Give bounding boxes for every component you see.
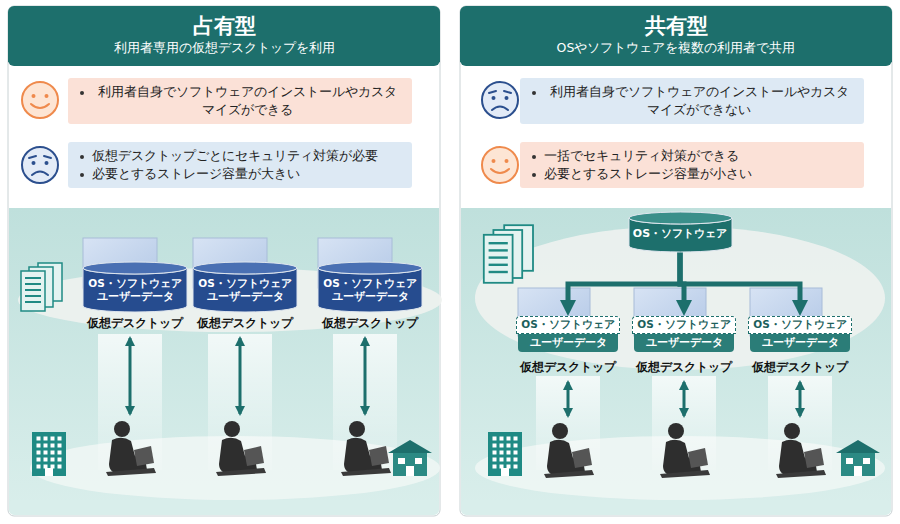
connection-beam <box>98 334 832 470</box>
arrow-connector <box>680 252 800 304</box>
bullet-dot <box>532 91 536 95</box>
bullet-text: 一括でセキュリティ対策ができる <box>544 147 739 165</box>
panel-title: 占有型 <box>8 13 440 39</box>
demerit-box: 仮想デスクトップごとにセキュリティ対策が必要必要とするストレージ容量が大きい <box>68 142 412 188</box>
cylinder-body <box>318 268 422 312</box>
desktop-label: 仮想デスクトップ <box>629 359 739 376</box>
bullet-text: 必要とするストレージ容量が大きい <box>92 165 300 183</box>
bullet-dot <box>532 155 536 159</box>
bullet-row: 一括でセキュリティ対策ができる <box>530 147 854 165</box>
type-panel: 共有型OSやソフトウェアを複数の利用者で共用利用者自身でソフトウェアのインストー… <box>460 6 892 516</box>
demerit-box: 利用者自身でソフトウェアのインストールやカスタマイズができない <box>520 78 864 124</box>
panel-subtitle: OSやソフトウェアを複数の利用者で共用 <box>460 39 892 57</box>
storage-label: OS・ソフトウェア <box>82 277 188 290</box>
bullet-row: 必要とするストレージ容量が大きい <box>78 165 402 183</box>
house <box>388 440 432 476</box>
desktop-label: 仮想デスクトップ <box>82 315 188 332</box>
cylinder-top <box>83 262 187 274</box>
storage-label: ユーザーデータ <box>192 290 298 303</box>
virtual-desktop: OS・ソフトウェアユーザーデータ仮想デスクトップ <box>317 262 423 332</box>
storage-label: OS・ソフトウェア <box>628 226 733 241</box>
virtual-desktop: OS・ソフトウェアユーザーデータ仮想デスクトップ <box>82 262 188 332</box>
office-building <box>32 432 66 476</box>
virtual-desktop: 仮想デスクトップ OS・ソフトウェアユーザーデータ <box>629 316 739 376</box>
type-panel: 占有型利用者専用の仮想デスクトップを利用利用者自身でソフトウェアのインストールや… <box>8 6 440 516</box>
bullet-dot <box>532 173 536 177</box>
office-building <box>488 432 522 476</box>
storage-label: OS・ソフトウェア <box>317 277 423 290</box>
panel-title: 共有型 <box>460 13 892 39</box>
virtual-desktop: 仮想デスクトップ OS・ソフトウェアユーザーデータ <box>745 316 855 376</box>
server-platform <box>18 268 442 332</box>
layer-label: ユーザーデータ <box>634 334 734 350</box>
layer-label: OS・ソフトウェア <box>749 317 851 332</box>
monitor-screen <box>83 238 822 336</box>
sad-face <box>22 147 58 183</box>
desktop-label: 仮想デスクトップ <box>745 359 855 376</box>
panel-subtitle: 利用者専用の仮想デスクトップを利用 <box>8 39 440 57</box>
bullet-row: 利用者自身でソフトウェアのインストールやカスタマイズができない <box>530 83 854 119</box>
desktop-label: 仮想デスクトップ <box>192 315 298 332</box>
desktop-label: 仮想デスクトップ <box>513 359 623 376</box>
bullet-row: 利用者自身でソフトウェアのインストールやカスタマイズができる <box>78 83 402 119</box>
user-data-layer: ユーザーデータ <box>750 334 850 352</box>
happy-face <box>22 82 58 118</box>
cylinder-top <box>193 262 297 274</box>
storage-label: ユーザーデータ <box>317 290 423 303</box>
storage-label: OS・ソフトウェア <box>192 277 298 290</box>
server-icon <box>21 263 62 311</box>
merit-box: 一括でセキュリティ対策ができる必要とするストレージ容量が小さい <box>520 142 864 188</box>
bullet-dot <box>80 173 84 177</box>
storage-cylinder: OS・ソフトウェアユーザーデータ <box>317 262 423 312</box>
cylinder-body <box>83 268 187 312</box>
merit-box: 利用者自身でソフトウェアのインストールやカスタマイズができる <box>68 78 412 124</box>
user-figure <box>106 421 826 478</box>
bullet-text: 利用者自身でソフトウェアのインストールやカスタマイズができない <box>544 83 854 119</box>
bullet-text: 必要とするストレージ容量が小さい <box>544 165 752 183</box>
server-icon <box>484 225 533 283</box>
bullet-text: 仮想デスクトップごとにセキュリティ対策が必要 <box>92 147 378 165</box>
storage-label: ユーザーデータ <box>82 290 188 303</box>
virtual-desktop: 仮想デスクトップ OS・ソフトウェアユーザーデータ <box>513 316 623 376</box>
os-layer: OS・ソフトウェア <box>632 316 736 334</box>
happy-face <box>482 147 518 183</box>
sad-face <box>482 82 518 118</box>
desktop-label: 仮想デスクトップ <box>317 315 423 332</box>
user-data-layer: ユーザーデータ <box>518 334 618 352</box>
os-layer: OS・ソフトウェア <box>516 316 620 334</box>
layer-label: ユーザーデータ <box>518 334 618 350</box>
virtual-desktop: OS・ソフトウェアユーザーデータ仮想デスクトップ <box>192 262 298 332</box>
layer-label: OS・ソフトウェア <box>517 317 619 332</box>
arrow-connector <box>568 252 680 304</box>
bullet-dot <box>80 155 84 159</box>
storage-cylinder: OS・ソフトウェアユーザーデータ <box>192 262 298 312</box>
bullet-row: 必要とするストレージ容量が小さい <box>530 165 854 183</box>
os-layer: OS・ソフトウェア <box>748 316 852 334</box>
bullet-row: 仮想デスクトップごとにセキュリティ対策が必要 <box>78 147 402 165</box>
bullet-dot <box>80 91 84 95</box>
user-data-layer: ユーザーデータ <box>634 334 734 352</box>
cylinder-body <box>193 268 297 312</box>
cylinder-top <box>629 212 732 224</box>
layer-label: OS・ソフトウェア <box>633 317 735 332</box>
house <box>836 440 880 476</box>
layer-label: ユーザーデータ <box>750 334 850 350</box>
shared-os-storage: OS・ソフトウェア <box>628 212 733 252</box>
bullet-text: 利用者自身でソフトウェアのインストールやカスタマイズができる <box>92 83 402 119</box>
cylinder-top <box>318 262 422 274</box>
storage-cylinder: OS・ソフトウェアユーザーデータ <box>82 262 188 312</box>
panel-ground <box>460 6 892 516</box>
panel-ground <box>8 6 440 516</box>
